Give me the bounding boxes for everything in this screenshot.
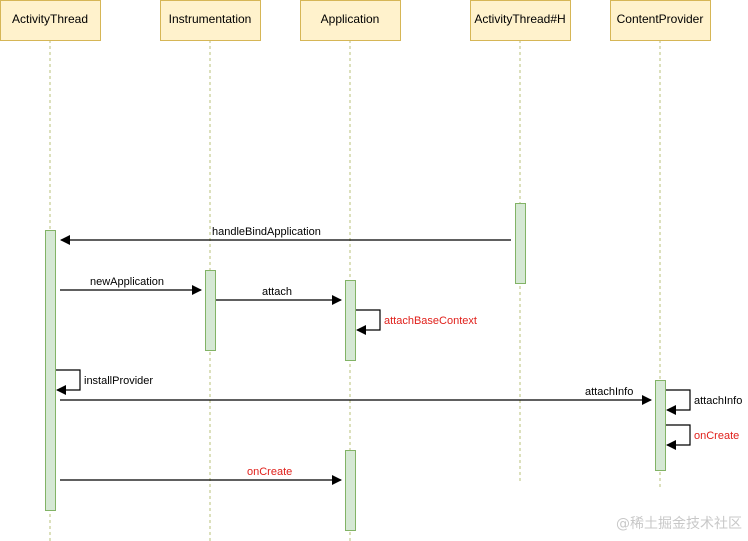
message-label: attach [262, 286, 292, 298]
message-attachbasecontext: attachBaseContext [356, 309, 477, 335]
activation-instrumentation [205, 270, 216, 351]
message-app-oncreate: onCreate [60, 466, 342, 485]
participant-label: Instrumentation [169, 12, 252, 26]
participant-label: ActivityThread [12, 12, 88, 26]
participant-label: ActivityThread#H [474, 12, 565, 26]
activation-application-attach [345, 280, 356, 361]
participant-label: Application [321, 12, 380, 26]
message-cp-oncreate: onCreate [666, 424, 739, 450]
message-label: onCreate [247, 466, 292, 478]
activation-activitythread [45, 230, 56, 511]
watermark: @稀土掘金技术社区 [616, 516, 742, 532]
participant-activitythread[interactable]: ActivityThread [0, 0, 101, 41]
activation-contentprovider [655, 380, 666, 471]
message-label: attachBaseContext [384, 315, 477, 327]
message-label: handleBindApplication [212, 226, 321, 238]
message-label: newApplication [90, 276, 164, 288]
message-label: installProvider [84, 375, 153, 387]
message-cp-attachinfo: attachInfo [666, 389, 742, 415]
participant-application[interactable]: Application [300, 0, 401, 41]
participant-contentprovider[interactable]: ContentProvider [610, 0, 711, 41]
participant-label: ContentProvider [617, 12, 704, 26]
participant-instrumentation[interactable]: Instrumentation [160, 0, 261, 41]
activation-application-oncreate [345, 450, 356, 531]
message-attachinfo: attachInfo [60, 386, 652, 405]
participant-activitythread-h[interactable]: ActivityThread#H [470, 0, 571, 41]
message-label: onCreate [694, 430, 739, 442]
message-label: attachInfo [585, 386, 633, 398]
message-handlebindapplication: handleBindApplication [60, 226, 511, 245]
message-installprovider: installProvider [56, 369, 153, 395]
message-label: attachInfo [694, 395, 742, 407]
message-attach: attach [216, 286, 342, 305]
activation-activitythread-h [515, 203, 526, 284]
message-newapplication: newApplication [60, 276, 202, 295]
